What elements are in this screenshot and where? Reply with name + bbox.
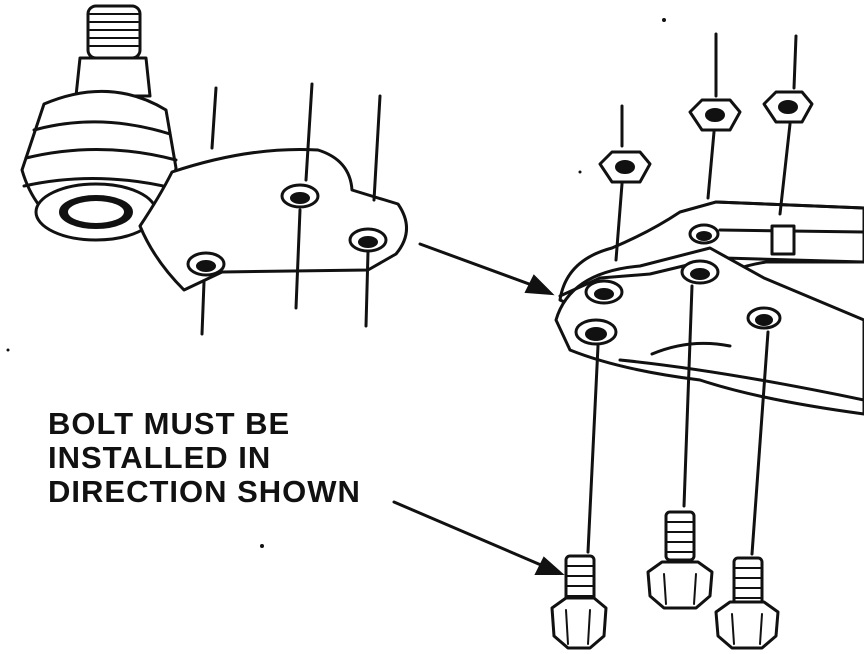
assembly-arrow	[418, 242, 555, 296]
callout-arrow	[392, 500, 565, 575]
flange-bolt-centerlines	[200, 82, 382, 336]
scan-specks	[6, 18, 666, 548]
nut-right	[762, 90, 814, 124]
control-arm-holes	[574, 223, 782, 346]
ball-joint-assembly	[20, 4, 408, 336]
lower-control-arm	[554, 200, 864, 416]
bolt-centerlines	[586, 284, 770, 556]
nut-left	[598, 150, 652, 184]
threaded-stud	[74, 4, 152, 98]
bolt-left	[550, 554, 608, 650]
callout-line-1: BOLT MUST BE	[48, 406, 291, 441]
bolt-center	[646, 510, 714, 610]
nut-center	[688, 98, 742, 132]
bolt-right	[714, 556, 780, 650]
callout-line-3: DIRECTION SHOWN	[48, 474, 361, 509]
nut-centerlines	[614, 32, 798, 262]
callout-line-2: INSTALLED IN	[48, 440, 272, 475]
bolt-direction-callout: BOLT MUST BE INSTALLED IN DIRECTION SHOW…	[48, 407, 361, 509]
flange-holes	[186, 183, 388, 277]
